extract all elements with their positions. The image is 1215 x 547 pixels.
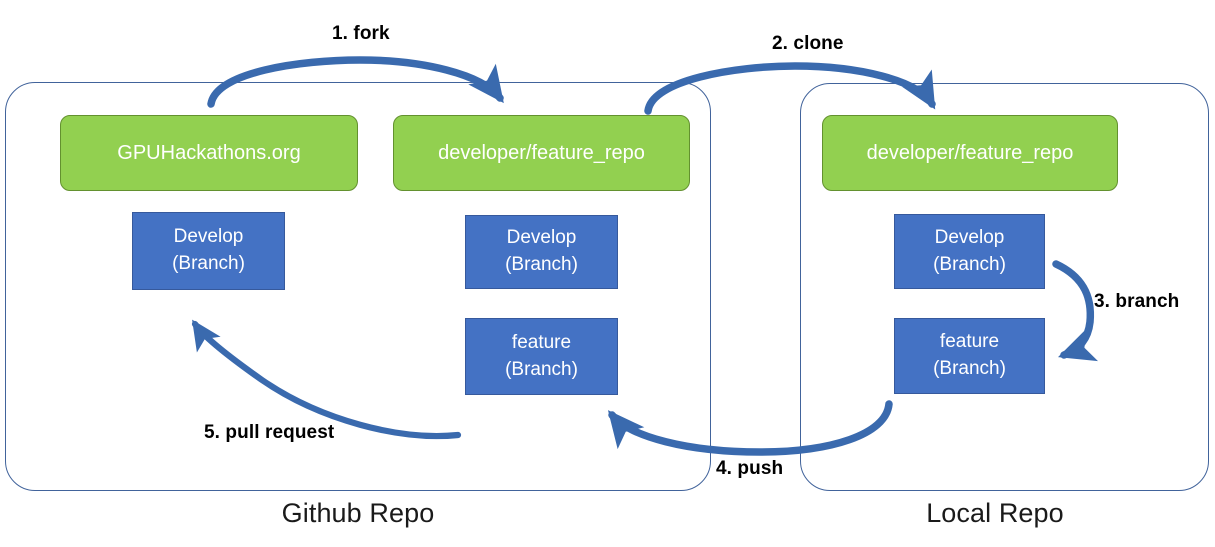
- branch-kind: (Branch): [172, 253, 245, 274]
- repo-box-local-clone[interactable]: developer/feature_repo: [822, 115, 1118, 191]
- local-repo-caption: Local Repo: [926, 498, 1064, 528]
- branch-name: feature: [939, 331, 1000, 353]
- step-label-pull-request: 5. pull request: [204, 422, 335, 443]
- branch-kind: (Branch): [933, 358, 1006, 379]
- local-repo-container: [800, 83, 1209, 491]
- step-label-fork: 1. fork: [332, 23, 390, 44]
- branch-kind: (Branch): [933, 253, 1006, 275]
- github-repo-caption: Github Repo: [281, 498, 435, 528]
- branch-box-fork-feature[interactable]: feature (Branch): [465, 318, 618, 395]
- repo-box-gpuhackathons[interactable]: GPUHackathons.org: [60, 115, 358, 191]
- repo-box-label: GPUHackathons.org: [117, 141, 301, 164]
- branch-box-fork-develop[interactable]: Develop (Branch): [465, 215, 618, 289]
- repo-box-label: developer/feature_repo: [866, 141, 1074, 164]
- branch-box-github-develop[interactable]: Develop (Branch): [132, 212, 285, 290]
- branch-box-local-feature[interactable]: feature (Branch): [894, 318, 1045, 394]
- branch-kind: (Branch): [505, 254, 578, 275]
- branch-kind: (Branch): [505, 358, 578, 380]
- branch-name: feature: [511, 331, 572, 353]
- branch-name: Develop: [934, 226, 1005, 248]
- branch-name: Develop: [173, 226, 244, 248]
- repo-box-label: developer/feature_repo: [438, 141, 645, 164]
- branch-name: Develop: [506, 227, 577, 249]
- step-label-clone: 2. clone: [772, 33, 844, 54]
- repo-box-github-fork[interactable]: developer/feature_repo: [393, 115, 690, 191]
- step-label-branch: 3. branch: [1094, 291, 1180, 312]
- step-label-push: 4. push: [716, 458, 784, 479]
- branch-box-local-develop[interactable]: Develop (Branch): [894, 214, 1045, 289]
